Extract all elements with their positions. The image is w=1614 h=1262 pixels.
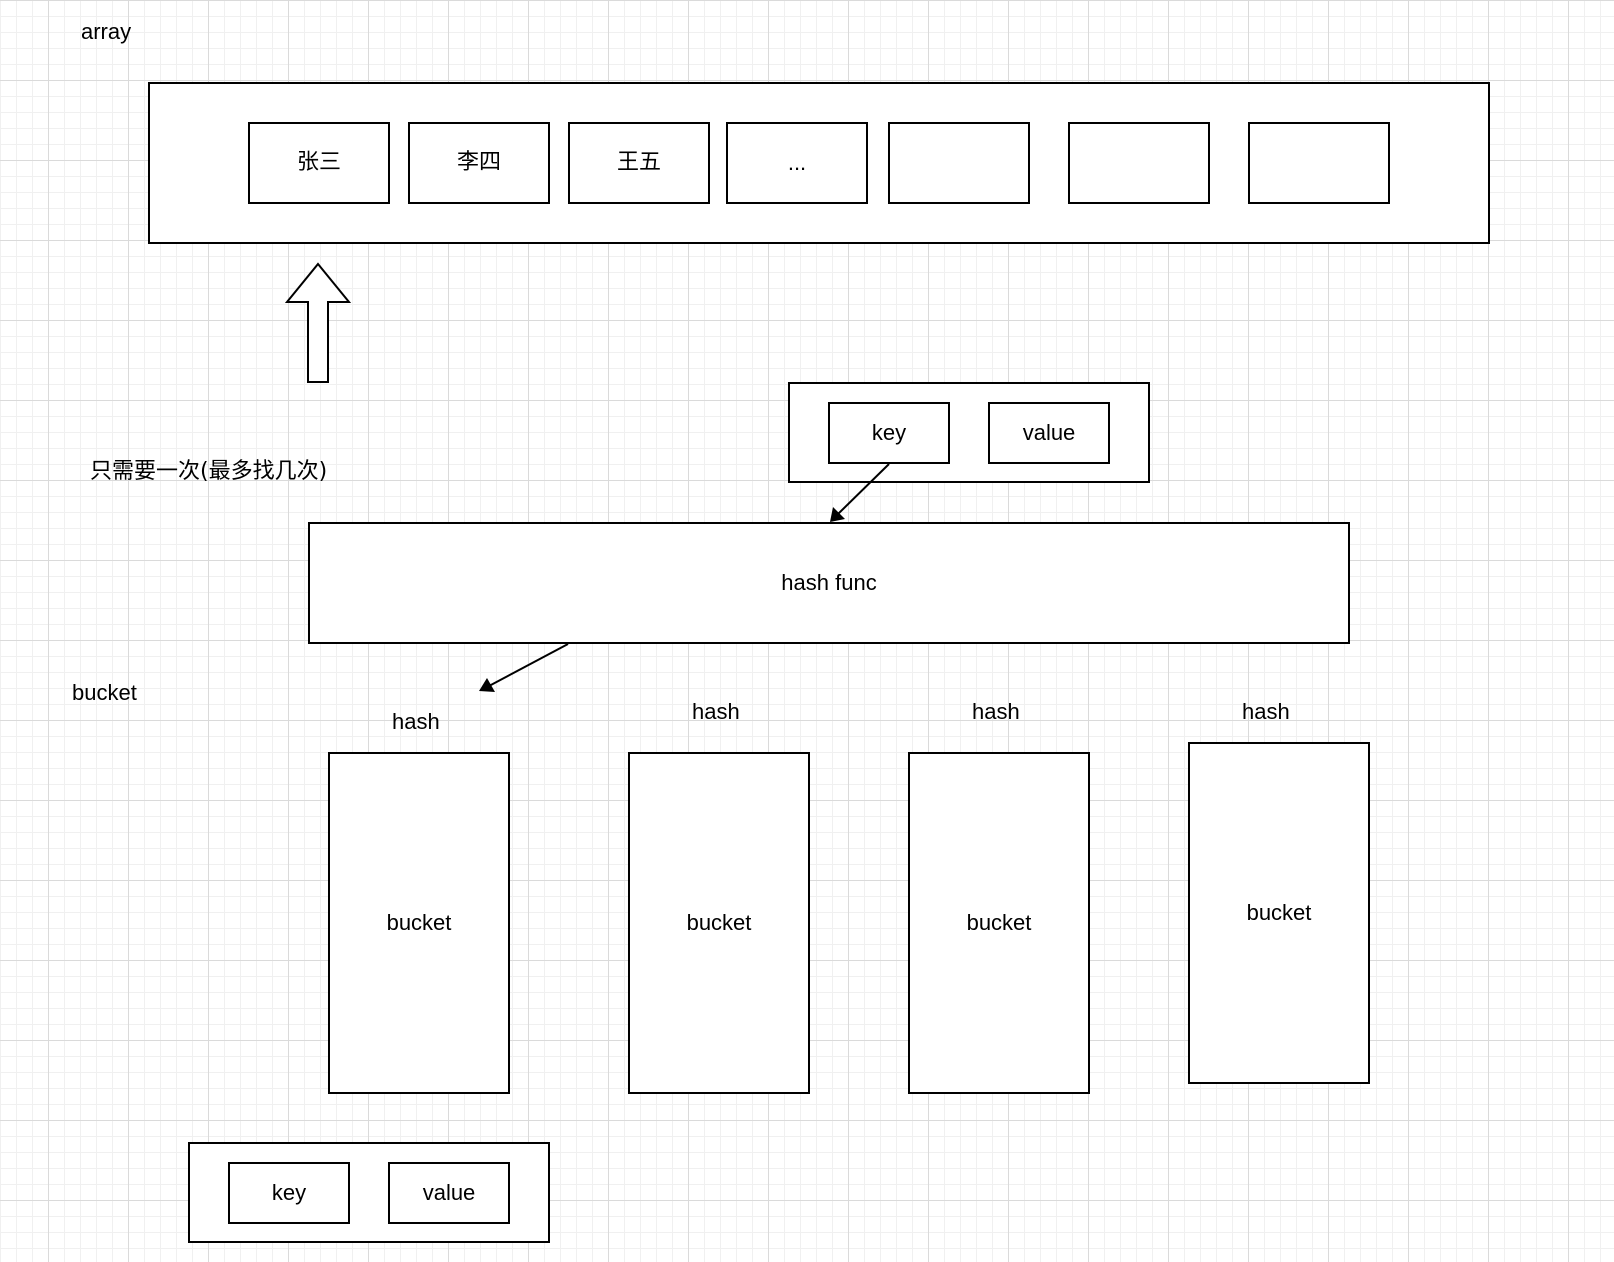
array-cell-label: 王五 (616, 150, 661, 175)
up-arrow-icon (284, 262, 352, 383)
array-cell (888, 122, 1030, 204)
hash-to-bucket-arrow (488, 643, 569, 687)
bucket-box: bucket (628, 752, 810, 1094)
hash-label: hash (392, 709, 440, 734)
array-cell-label: 张三 (296, 150, 341, 175)
bottom-key-label: key (271, 1180, 307, 1205)
array-cell (1248, 122, 1390, 204)
hash-to-bucket-arrowhead (479, 678, 495, 692)
bucket-section-label: bucket (72, 680, 137, 705)
array-cell: 张三 (248, 122, 390, 204)
array-cell-label: ... (787, 150, 807, 175)
top-value-box: value (988, 402, 1110, 464)
top-key-box: key (828, 402, 950, 464)
bottom-value-box: value (388, 1162, 510, 1224)
top-value-label: value (1022, 420, 1076, 445)
array-cell: 李四 (408, 122, 550, 204)
bottom-value-label: value (422, 1180, 476, 1205)
hash-func-box: hash func (308, 522, 1350, 644)
top-key-label: key (871, 420, 907, 445)
key-to-hash-arrowhead (830, 507, 845, 522)
bucket-box: bucket (1188, 742, 1370, 1084)
array-cell: 王五 (568, 122, 710, 204)
bucket-label: bucket (1246, 900, 1312, 925)
hash-func-label: hash func (781, 570, 877, 595)
bucket-box: bucket (908, 752, 1090, 1094)
bottom-key-box: key (228, 1162, 350, 1224)
bucket-label: bucket (686, 910, 752, 935)
hash-label: hash (972, 699, 1020, 724)
array-label: array (81, 19, 132, 44)
bucket-label: bucket (386, 910, 452, 935)
hash-label: hash (692, 699, 740, 724)
array-cell (1068, 122, 1210, 204)
array-cell-label: 李四 (456, 150, 501, 175)
bucket-box: bucket (328, 752, 510, 1094)
bucket-label: bucket (966, 910, 1032, 935)
array-cell: ... (726, 122, 868, 204)
hash-label: hash (1242, 699, 1290, 724)
note-label: 只需要一次(最多找几次) (90, 459, 328, 484)
